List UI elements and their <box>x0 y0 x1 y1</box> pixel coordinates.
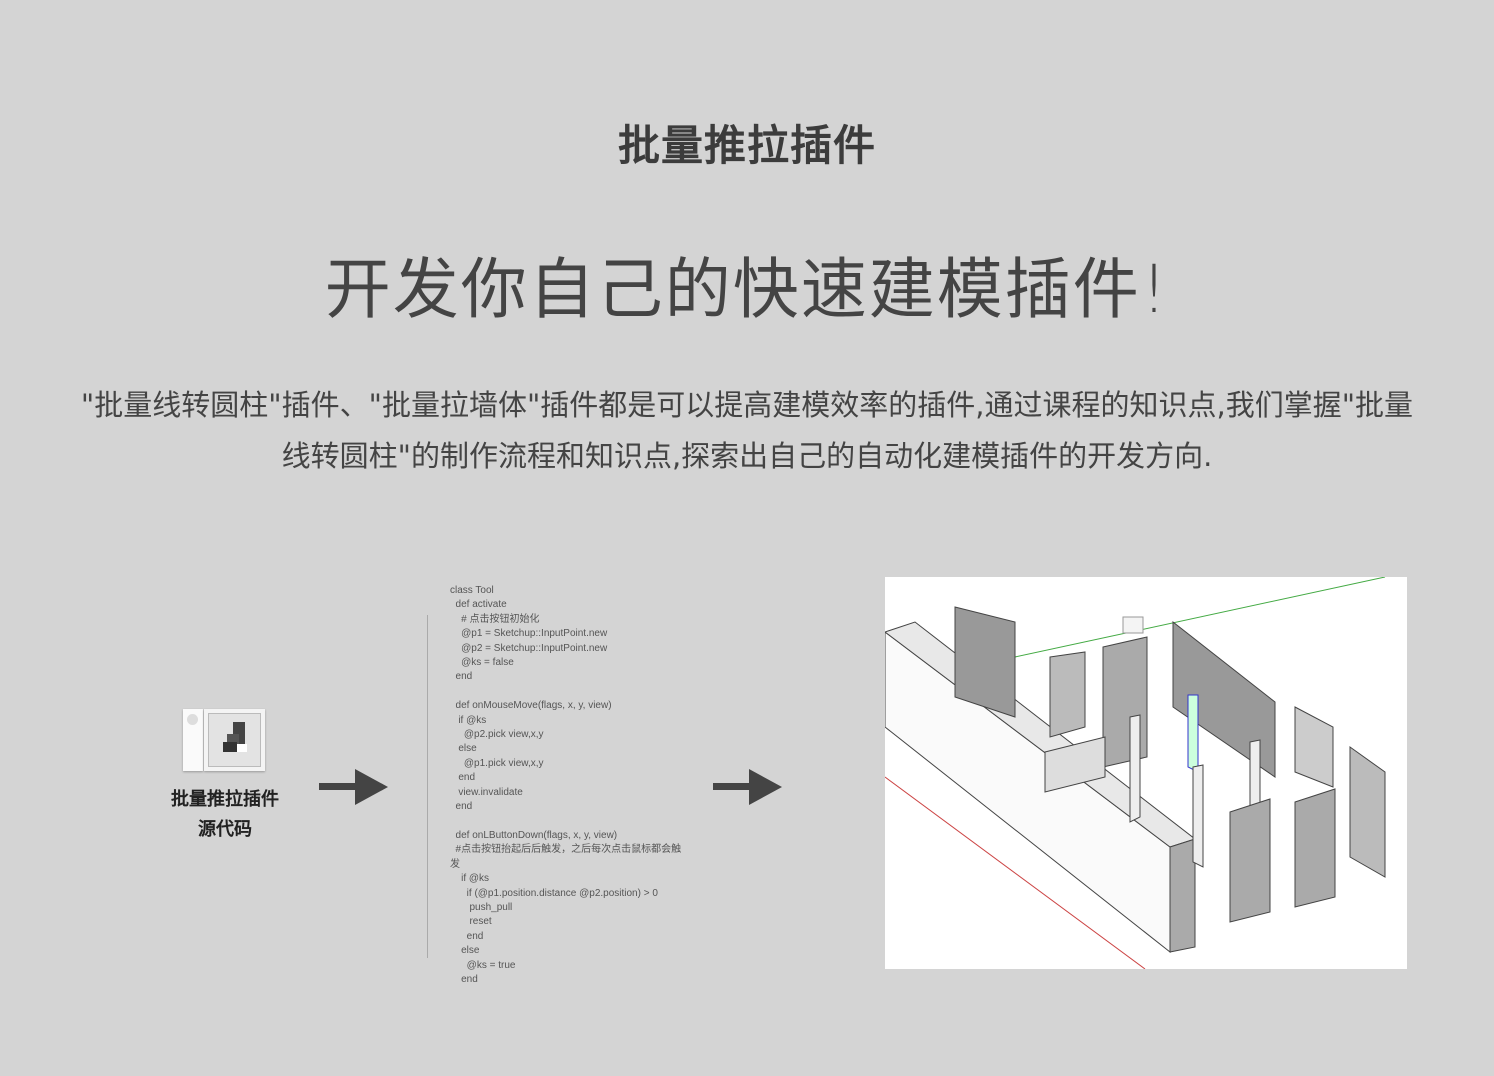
code-line: @p2.pick view,x,y <box>450 729 544 741</box>
page-title: 批量推拉插件 <box>617 121 876 170</box>
arrow-right-icon <box>319 769 388 805</box>
code-line: else <box>450 743 477 755</box>
sketchup-model-screenshot <box>885 577 1407 969</box>
code-line: def onLButtonDown(flags, x, y, view) <box>450 829 618 841</box>
arrow-right-icon <box>713 769 782 805</box>
code-line: if @ks <box>450 714 487 726</box>
code-line <box>450 685 681 699</box>
code-line: end <box>450 671 473 683</box>
code-line: class Tool <box>450 585 494 596</box>
headline: 开发你自己的快速建模插件! <box>324 251 1170 328</box>
code-line: end <box>450 772 476 784</box>
code-block: class Tool def activate # 点击按钮初始化 @p1 = … <box>450 584 681 987</box>
code-line: def onMouseMove(flags, x, y, view) <box>450 700 612 712</box>
code-line: @ks = false <box>450 657 514 669</box>
code-line: end <box>450 801 473 813</box>
code-line: else <box>450 945 480 957</box>
code-line: #点击按钮抬起后后触发，之后每次点击鼠标都会触 <box>450 844 682 856</box>
code-line: if @ks <box>450 873 490 885</box>
plugin-label: 批量推拉插件 源代码 <box>171 789 279 840</box>
sketchup-plugin-icon <box>183 709 265 771</box>
code-line: @p1 = Sketchup::InputPoint.new <box>450 628 608 640</box>
code-line: # 点击按钮初始化 <box>450 613 540 625</box>
code-line <box>450 815 681 829</box>
description: "批量线转圆柱"插件、"批量拉墙体"插件都是可以提高建模效率的插件,通过课程的知… <box>80 388 1414 473</box>
code-line: if (@p1.position.distance @p2.position) … <box>450 887 658 899</box>
code-line: def activate <box>450 599 507 611</box>
code-line: @p2 = Sketchup::InputPoint.new <box>450 642 608 654</box>
code-indent-guide <box>427 615 428 958</box>
code-line: end <box>450 973 478 985</box>
code-line: reset <box>450 916 492 928</box>
code-line: end <box>450 930 484 942</box>
code-line: view.invalidate <box>450 786 523 798</box>
code-line: push_pull <box>450 901 513 913</box>
code-line: 发 <box>450 858 460 870</box>
code-line: @ks = true <box>450 959 516 971</box>
code-line: @p1.pick view,x,y <box>450 757 544 769</box>
